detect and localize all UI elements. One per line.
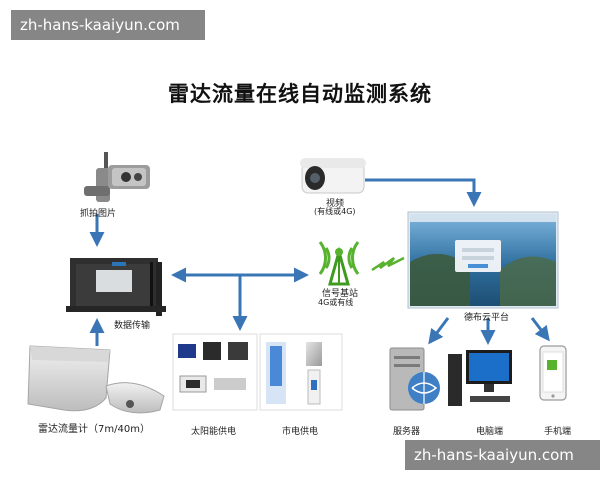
label-data-transfer: 数据传输 — [114, 321, 151, 331]
cloud-platform-screen-icon — [407, 211, 559, 309]
label-signal-sub: 4G或有线 — [318, 298, 354, 307]
arrow-video-to-cloud — [365, 178, 482, 207]
capture-camera-icon — [84, 152, 150, 202]
server-icon — [389, 347, 440, 411]
watermark-bottom: zh-hans-kaaiyun.com — [405, 440, 600, 470]
flow-arrows — [89, 178, 550, 346]
diagram-title: 雷达流量在线自动监测系统 — [168, 82, 432, 106]
label-signal: 信号基站 — [322, 289, 359, 299]
label-capture: 抓拍图片 — [80, 209, 117, 219]
solar-power-kit-icon — [172, 333, 258, 411]
arrow-cloud-to-server — [428, 317, 450, 345]
mains-power-cabinet-icon — [259, 333, 343, 411]
mobile-phone-icon — [539, 345, 567, 401]
video-camera-icon — [300, 158, 366, 194]
arrow-cloud-to-phone — [530, 317, 550, 342]
rtu-device-icon — [66, 258, 166, 316]
label-cloud: 德布云平台 — [464, 313, 510, 323]
label-server: 服务器 — [393, 427, 421, 437]
label-video-sub: (有线或4G) — [314, 207, 356, 216]
signal-tower-icon — [318, 241, 405, 286]
radar-sensor-icon — [27, 345, 165, 414]
label-mains: 市电供电 — [282, 427, 319, 437]
label-radar: 雷达流量计（7m/40m） — [38, 424, 150, 435]
label-pc: 电脑端 — [476, 427, 504, 437]
label-phone: 手机端 — [544, 427, 572, 437]
desktop-pc-icon — [448, 350, 512, 406]
watermark-top: zh-hans-kaaiyun.com — [11, 10, 205, 40]
label-video: 视频 — [326, 199, 345, 209]
label-solar: 太阳能供电 — [191, 427, 237, 437]
